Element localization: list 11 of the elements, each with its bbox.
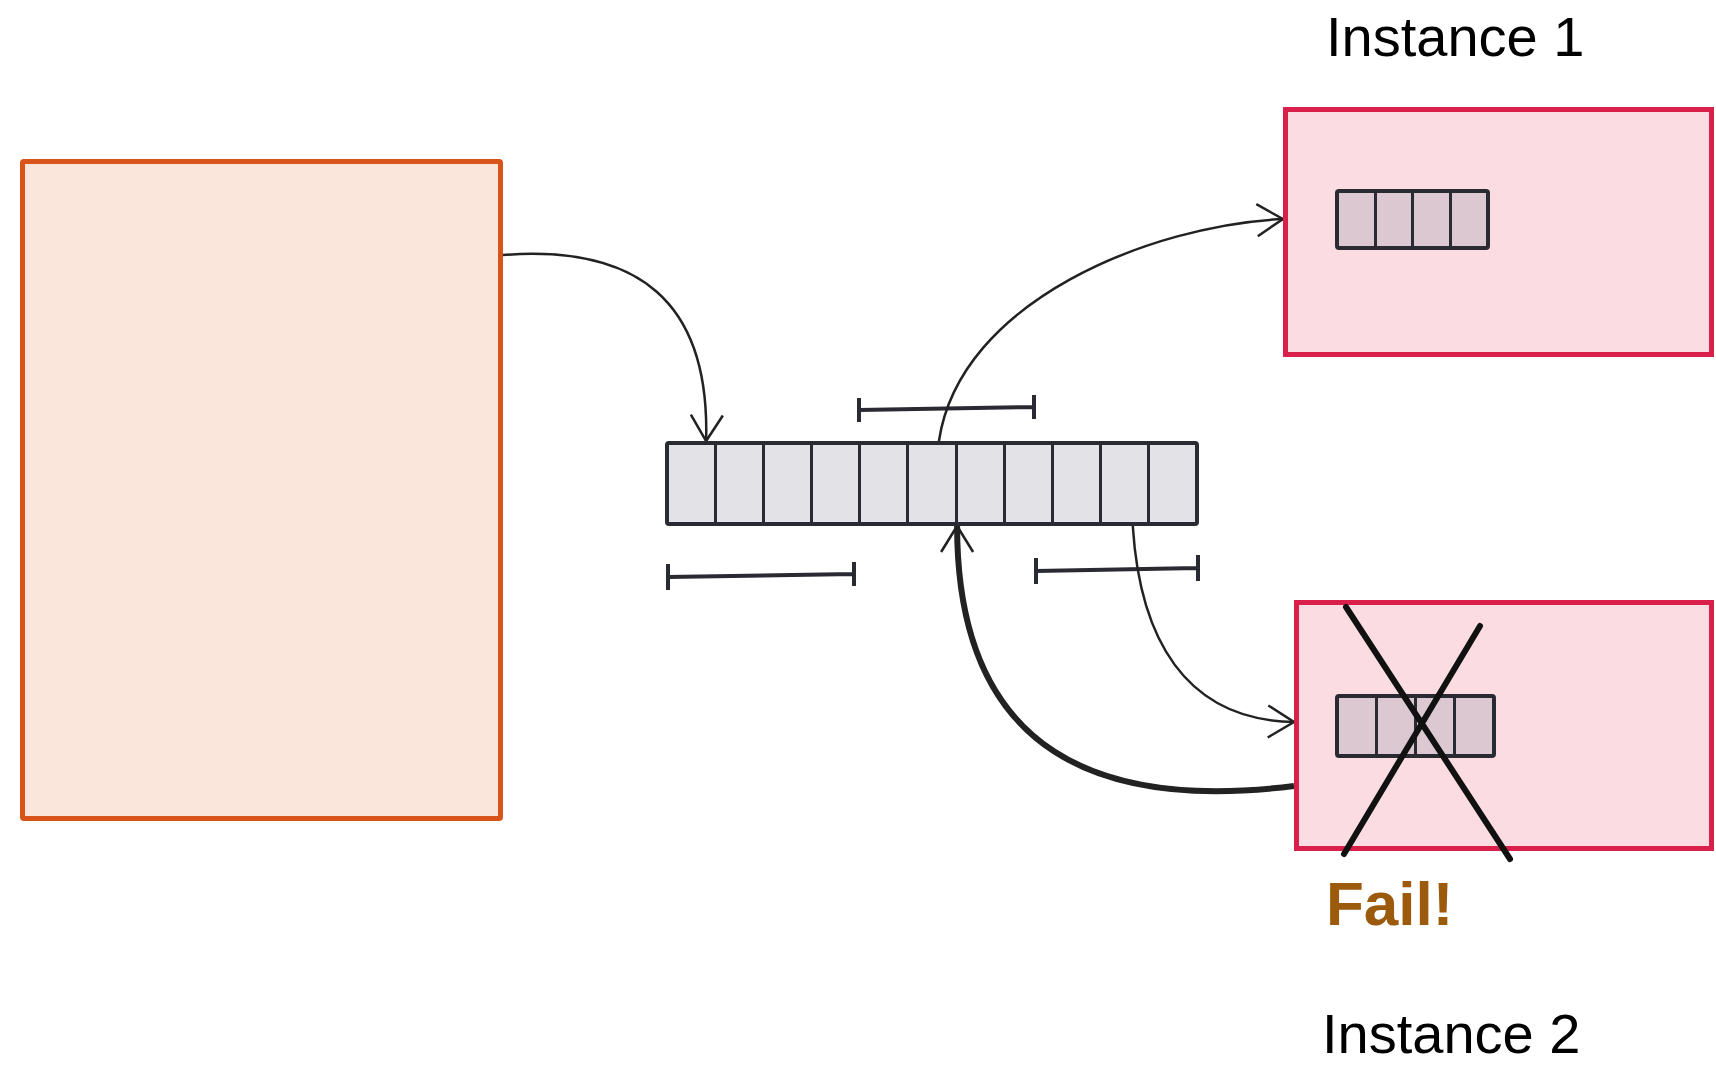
- queue-bar: [1335, 694, 1496, 758]
- instance-label: Instance 1: [1326, 9, 1585, 65]
- instance-label: Instance 2: [1322, 1006, 1581, 1062]
- curved-arrow: [1131, 525, 1296, 738]
- source-box: [20, 159, 503, 821]
- curved-arrow: [937, 204, 1285, 442]
- curved-arrow: [941, 524, 1295, 794]
- queue-bar: [665, 441, 1199, 526]
- queue-bar: [1335, 189, 1490, 250]
- fail-note: Fail!: [1326, 873, 1454, 935]
- curved-arrow: [502, 252, 723, 443]
